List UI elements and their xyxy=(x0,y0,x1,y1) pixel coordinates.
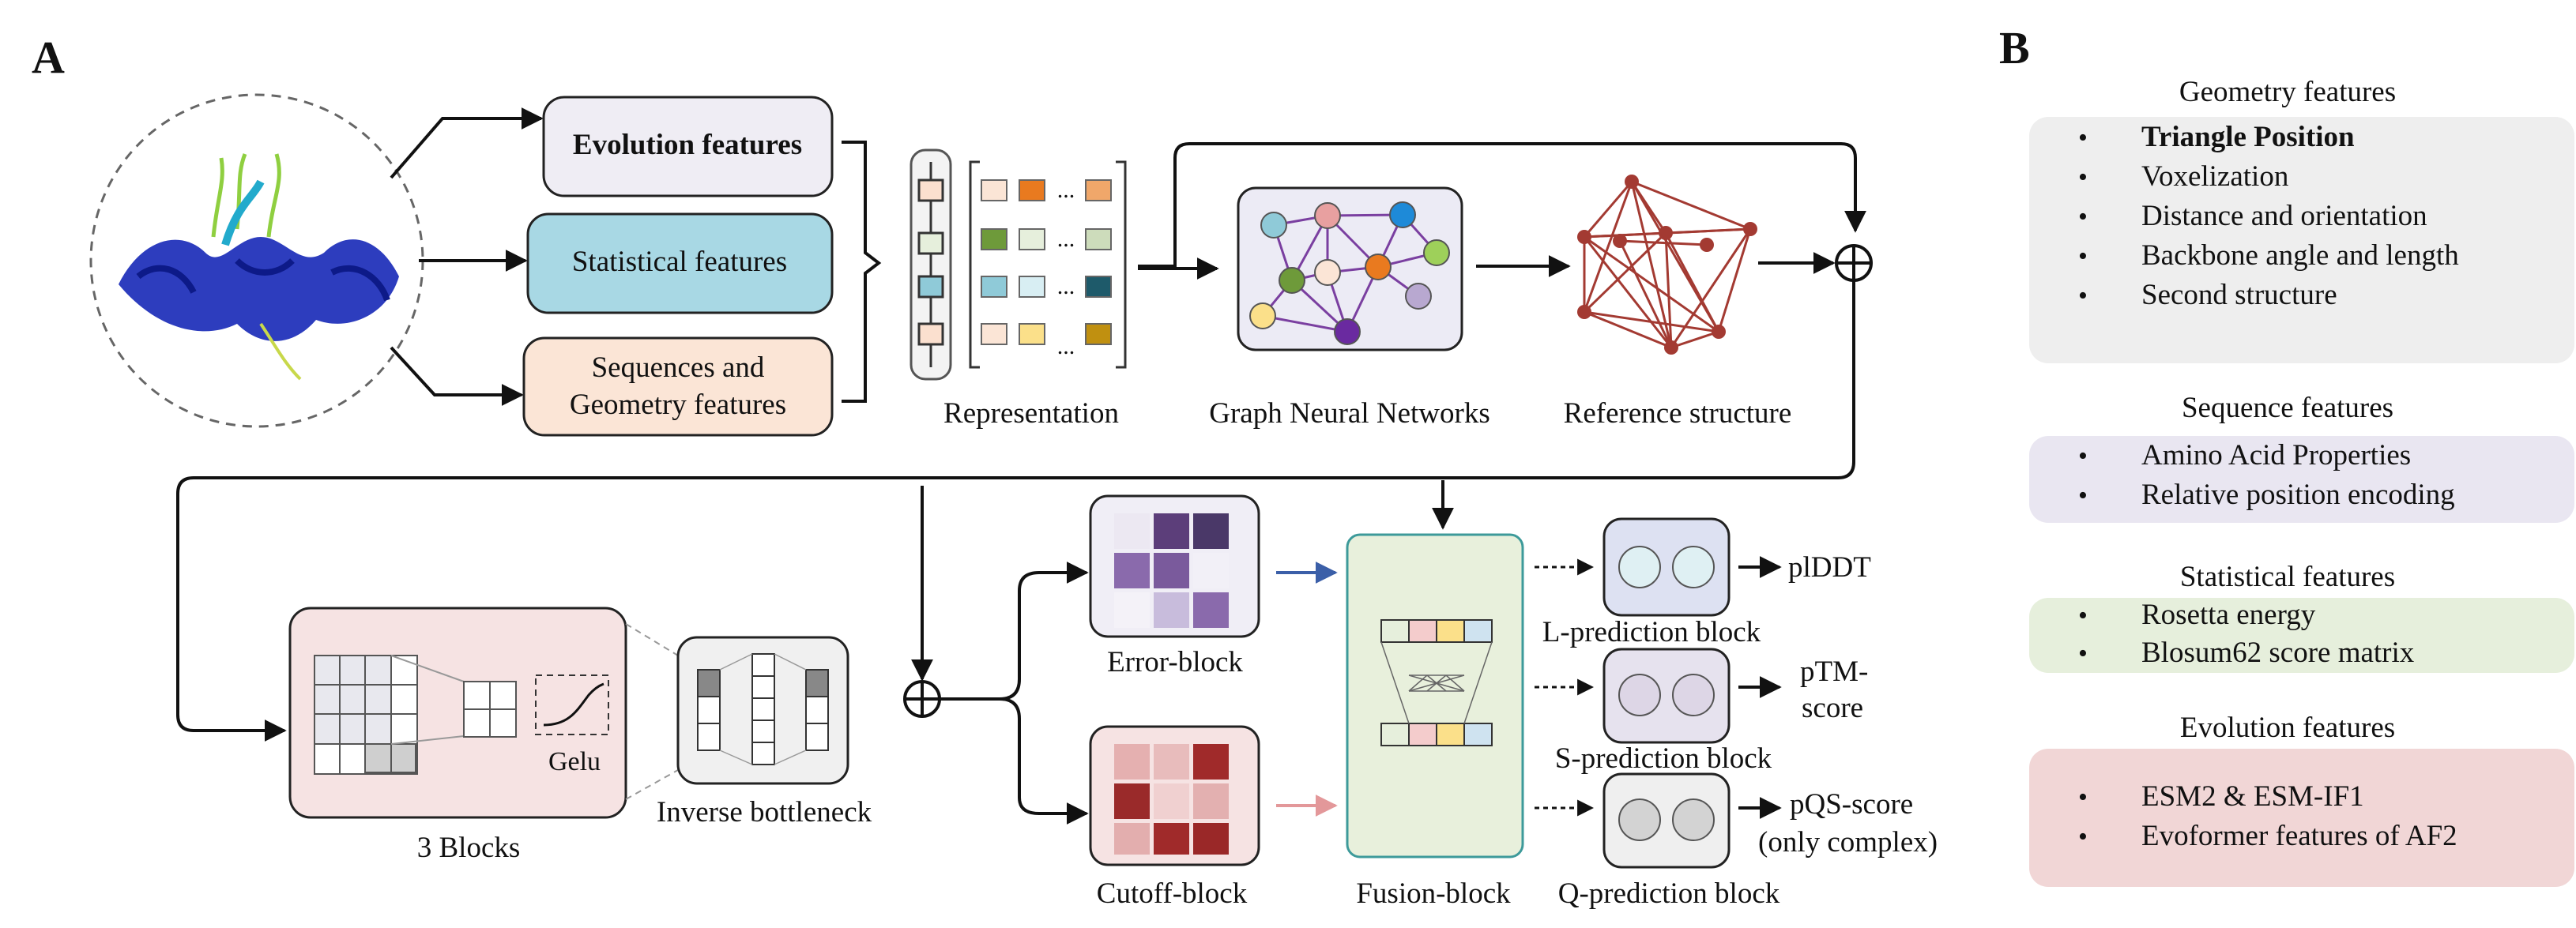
evolution-list: • ESM2 & ESM-IF1 • Evoformer features of… xyxy=(2078,780,2457,852)
bullet: • xyxy=(2078,639,2088,668)
bullet: • xyxy=(2078,481,2088,510)
arrow-to-cutoff-block xyxy=(999,697,1089,825)
q-pred-label: Q-prediction block xyxy=(1558,877,1780,910)
gnn-label: Graph Neural Networks xyxy=(1209,397,1490,430)
bullet: • xyxy=(2078,281,2088,310)
arrow-to-error-block xyxy=(940,562,1089,701)
error-block-box xyxy=(1089,494,1260,638)
ellipsis-2: ... xyxy=(1057,226,1075,252)
statistical-group-box xyxy=(2029,598,2574,673)
inverse-bottleneck-label: Inverse bottleneck xyxy=(657,796,872,828)
arrow-to-seqgeo xyxy=(390,346,524,406)
ellipsis-4: ... xyxy=(1057,333,1075,359)
bullet: • xyxy=(2078,601,2088,630)
geometry-item-3: Distance and orientation xyxy=(2141,200,2427,232)
evolution-title: Evolution features xyxy=(2180,712,2395,744)
statistical-list: • Rosetta energy • Blosum62 score matrix xyxy=(2078,599,2415,669)
evolution-item-2: Evoformer features of AF2 xyxy=(2141,820,2457,852)
evolution-group-box xyxy=(2029,749,2574,887)
geometry-list: • Triangle Position • Voxelization • Dis… xyxy=(2078,121,2459,311)
return-line-to-blocks xyxy=(176,280,1855,742)
sequence-list: • Amino Acid Properties • Relative posit… xyxy=(2078,439,2455,511)
dashed-connector-bottom xyxy=(625,769,679,800)
reference-structure-graph xyxy=(1577,175,1757,355)
l-prediction-block xyxy=(1602,517,1731,617)
seqgeo-features-box: Sequences and Geometry features xyxy=(522,336,834,437)
seqgeo-label-line1: Sequences and xyxy=(592,351,765,384)
s-prediction-block xyxy=(1602,648,1731,744)
seqgeo-label-line2: Geometry features xyxy=(570,389,786,421)
panel-b-letter: B xyxy=(1999,22,2030,73)
bullet: • xyxy=(2078,202,2088,231)
pqs-output-line2: (only complex) xyxy=(1758,826,1938,858)
bullet: • xyxy=(2078,163,2088,192)
sequence-item-2: Relative position encoding xyxy=(2141,479,2455,511)
ellipsis-3: ... xyxy=(1057,273,1075,299)
cutoff-block-label: Cutoff-block xyxy=(1097,877,1248,910)
sequence-item-1: Amino Acid Properties xyxy=(2141,439,2411,472)
three-blocks-box: Gelu xyxy=(288,607,627,819)
gnn-box xyxy=(1237,186,1463,351)
ptm-output-line1: pTM- xyxy=(1800,656,1868,688)
gelu-label: Gelu xyxy=(548,747,601,776)
evolution-features-label: Evolution features xyxy=(573,129,802,161)
statistical-item-2: Blosum62 score matrix xyxy=(2141,637,2415,669)
sequence-group-box xyxy=(2029,436,2574,523)
ellipsis-1: ... xyxy=(1057,177,1075,203)
representation-matrix: ... ... ... ... xyxy=(969,160,1127,369)
statistical-title: Statistical features xyxy=(2180,561,2395,593)
geometry-item-2: Voxelization xyxy=(2141,160,2288,193)
geometry-item-5: Second structure xyxy=(2141,279,2337,311)
plddt-output: plDDT xyxy=(1788,551,1871,584)
bullet: • xyxy=(2078,822,2088,851)
geometry-title: Geometry features xyxy=(2179,76,2396,108)
evolution-features-box: Evolution features xyxy=(542,96,834,197)
concat-plus-bottom xyxy=(903,680,941,718)
reference-label: Reference structure xyxy=(1564,397,1792,430)
geometry-item-1: Triangle Position xyxy=(2141,121,2355,153)
arrow-to-evolution xyxy=(390,107,544,179)
ptm-output-line2: score xyxy=(1802,692,1863,724)
statistical-features-label: Statistical features xyxy=(572,246,787,278)
fusion-block-label: Fusion-block xyxy=(1356,877,1511,910)
concat-plus-top xyxy=(1835,244,1873,282)
q-prediction-block xyxy=(1602,772,1731,869)
pqs-output-line1: pQS-score xyxy=(1790,788,1913,821)
s-pred-label: S-prediction block xyxy=(1555,742,1772,775)
cutoff-block-box xyxy=(1089,725,1260,866)
l-pred-label: L-prediction block xyxy=(1542,616,1761,648)
statistical-features-box: Statistical features xyxy=(526,212,834,314)
geometry-group-box xyxy=(2029,117,2574,363)
three-blocks-label: 3 Blocks xyxy=(417,832,521,864)
inverse-bottleneck-box xyxy=(676,636,849,785)
error-block-label: Error-block xyxy=(1107,646,1243,678)
representation-vector xyxy=(910,148,952,381)
representation-label: Representation xyxy=(943,397,1119,430)
panel-a-letter: A xyxy=(32,32,65,83)
protein-structure-image xyxy=(89,93,424,428)
evolution-item-1: ESM2 & ESM-IF1 xyxy=(2141,780,2364,813)
geometry-item-4: Backbone angle and length xyxy=(2141,239,2459,272)
bullet: • xyxy=(2078,123,2088,152)
sequence-title: Sequence features xyxy=(2182,392,2393,424)
inputs-brace xyxy=(842,141,882,403)
statistical-item-1: Rosetta energy xyxy=(2141,599,2316,631)
skip-connection-top xyxy=(1138,142,1866,268)
bullet: • xyxy=(2078,441,2088,471)
bullet: • xyxy=(2078,783,2088,812)
dashed-connector-top xyxy=(625,623,679,656)
fusion-block-box xyxy=(1346,533,1524,858)
bullet: • xyxy=(2078,242,2088,271)
